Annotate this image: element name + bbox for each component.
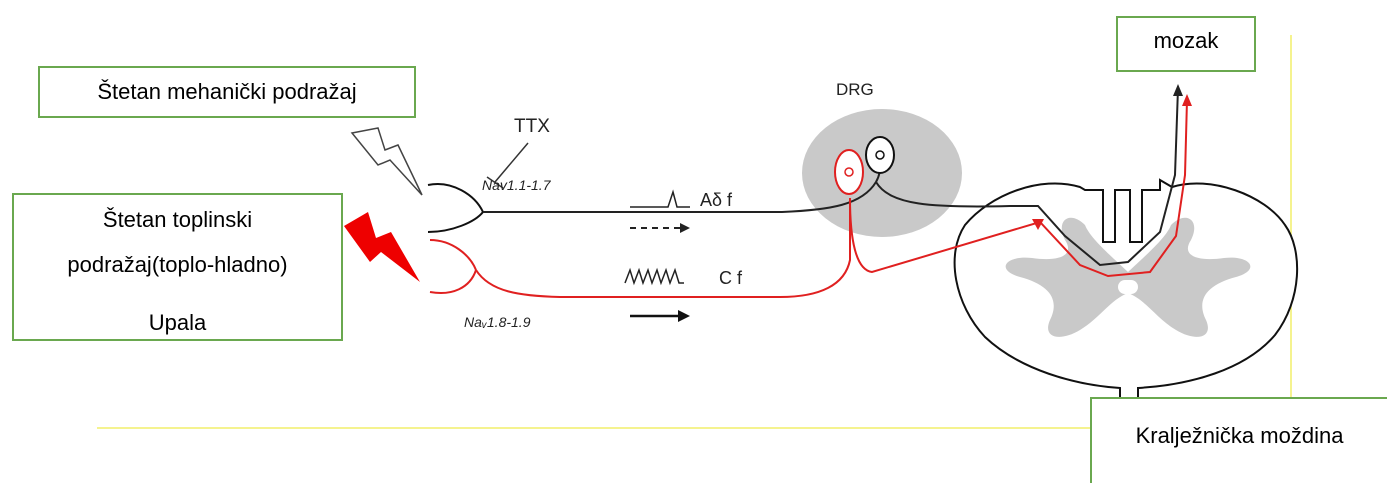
brain-box: mozak [1116, 16, 1256, 72]
c-arrowhead-icon [678, 310, 690, 322]
nav-fast-label: Nav1.1-1.7 [482, 177, 551, 193]
thermal-lightning-icon [344, 212, 420, 282]
spinal-cord-box: Kralježnička moždina [1090, 397, 1387, 483]
synapse-arrow-red-icon [1032, 219, 1044, 230]
nav-slow-label: Naᵥ1.8-1.9 [464, 314, 531, 330]
a-delta-fiber-label: Aδ f [700, 190, 733, 210]
c-receptor-lower [429, 269, 477, 294]
a-delta-arrowhead-icon [680, 223, 690, 233]
drg-label: DRG [836, 80, 874, 99]
spinal-cord-text: Kralježnička moždina [1135, 423, 1344, 448]
ttx-label: TTX [514, 116, 550, 137]
a-delta-receptor-upper [427, 183, 484, 213]
drg-nucleus-a-delta [875, 150, 885, 160]
central-canal [1118, 280, 1138, 294]
brain-arrow-red-icon [1182, 94, 1192, 106]
inflammation-text: Upala [148, 310, 207, 335]
brain-arrow-black-icon [1173, 84, 1183, 96]
drg-nucleus-c [844, 167, 854, 177]
c-fiber-central-path [849, 99, 1188, 278]
ttx-block-line [494, 142, 529, 183]
a-delta-receptor-lower [427, 211, 484, 233]
c-fiber-path [475, 198, 851, 298]
c-spike-train-icon [624, 267, 684, 286]
mechanical-stimulus-text: Štetan mehanički podražaj [97, 79, 357, 104]
grey-matter [1005, 217, 1251, 337]
c-fiber-label: C f [719, 268, 743, 288]
thermal-stimulus-line1: Štetan toplinski [102, 207, 253, 232]
ttx-block-bar [486, 176, 504, 189]
brain-text: mozak [1153, 28, 1219, 53]
thermal-stimulus-box: Štetan toplinski podražaj(toplo-hladno) … [12, 193, 343, 341]
c-receptor-upper [429, 239, 477, 271]
mechanical-lightning-icon [350, 127, 423, 196]
a-delta-spike-icon [630, 189, 690, 208]
spinal-cord-outline [953, 178, 1299, 473]
thermal-stimulus-line2: podražaj(toplo-hladno) [67, 252, 288, 277]
mechanical-stimulus-box: Štetan mehanički podražaj [38, 66, 416, 118]
